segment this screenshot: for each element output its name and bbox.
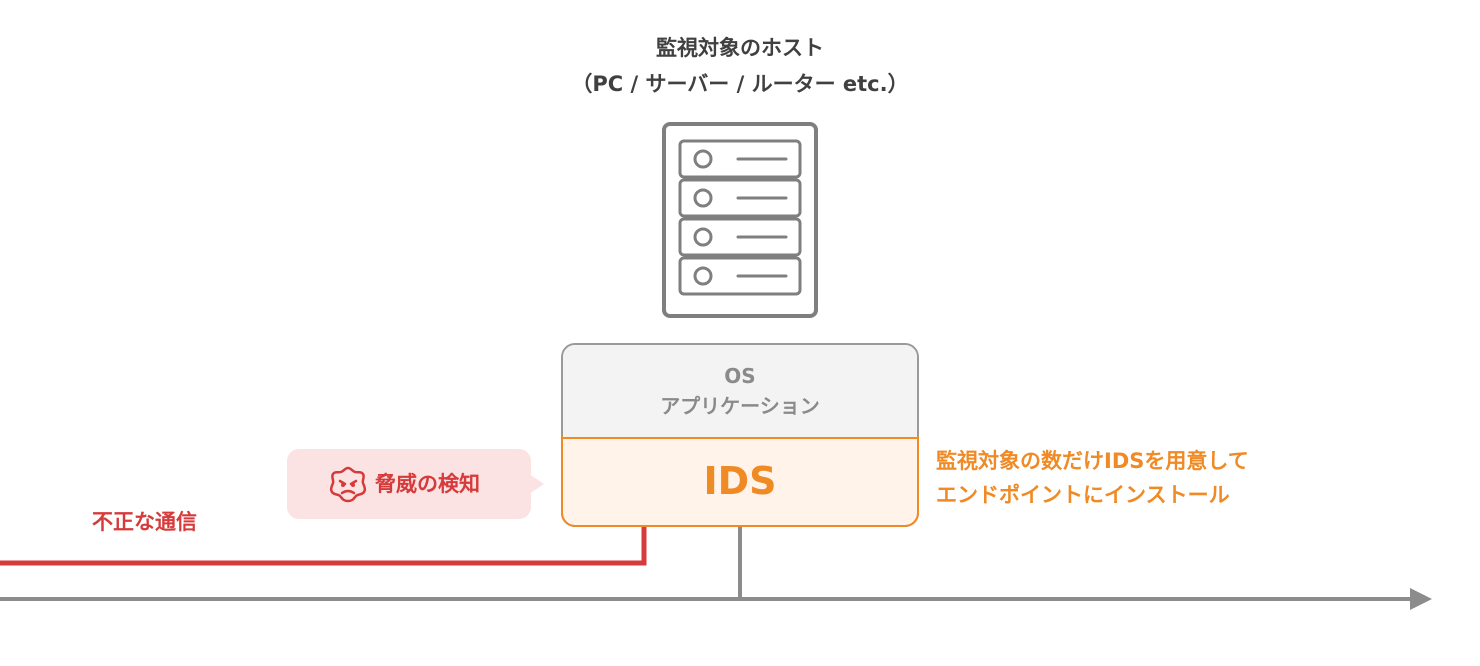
server-rack-icon — [662, 122, 818, 318]
server-unit — [678, 178, 802, 218]
threat-bubble — [287, 449, 531, 519]
ids-note: 監視対象の数だけIDSを用意して エンドポイントにインストール — [936, 444, 1356, 512]
ids-label: IDS — [703, 459, 777, 503]
virus-icon — [329, 466, 367, 503]
ids-layer — [563, 437, 917, 525]
server-unit — [678, 217, 802, 257]
host-title-line1: 監視対象のホスト — [656, 36, 824, 60]
ids-note-line1: 監視対象の数だけIDSを用意して — [936, 449, 1249, 473]
app-label: アプリケーション — [660, 394, 820, 418]
host-title: 監視対象のホスト （PC / サーバー / ルーター etc.） — [440, 30, 1040, 102]
os-label: OS — [724, 364, 756, 388]
ids-layer-border — [561, 435, 919, 527]
host-title-line2: （PC / サーバー / ルーター etc.） — [571, 72, 909, 96]
host-stack: OS アプリケーション — [561, 343, 919, 527]
ids-note-line2: エンドポイントにインストール — [936, 483, 1230, 507]
threat-bubble-pointer — [529, 474, 544, 494]
network-arrowhead — [1410, 588, 1432, 610]
illegal-traffic-label: 不正な通信 — [92, 510, 197, 534]
os-app-layer: OS アプリケーション — [563, 345, 917, 437]
threat-label: 脅威の検知 — [375, 472, 480, 496]
server-unit — [678, 256, 802, 296]
server-unit — [678, 139, 802, 179]
